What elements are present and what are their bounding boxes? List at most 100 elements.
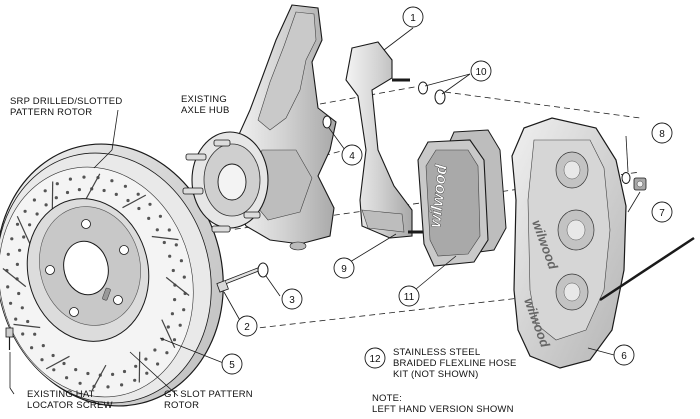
svg-text:1: 1	[410, 13, 416, 24]
drill-hole	[170, 312, 174, 316]
label-note-line-2: LEFT HAND VERSION SHOWN	[372, 404, 514, 415]
callout-12: 12	[364, 347, 386, 369]
drill-hole	[182, 308, 186, 312]
rotor-slot	[151, 235, 179, 241]
callout-8: 8	[651, 122, 673, 144]
label-hat-screw-line-1: EXISTING HAT	[27, 389, 95, 400]
caliper: wilwood wilwood	[511, 117, 695, 369]
drill-hole	[6, 285, 10, 289]
svg-text:6: 6	[621, 351, 627, 362]
drill-hole	[35, 212, 39, 216]
label-srp-rotor-line-2: PATTERN ROTOR	[10, 107, 93, 118]
drill-hole	[147, 216, 151, 220]
callout-11: 11	[398, 285, 420, 307]
drill-hole	[30, 346, 34, 350]
drill-hole	[106, 385, 110, 389]
callout-2: 2	[236, 315, 258, 337]
svg-text:11: 11	[404, 292, 415, 303]
drill-hole	[52, 368, 56, 372]
drill-hole	[23, 209, 27, 213]
callouts: 1 10 4 8 7 9 11 3 2 5 6 12	[221, 6, 673, 375]
drill-hole	[173, 298, 177, 302]
drill-hole	[174, 243, 178, 247]
label-gt-rotor: GT SLOT PATTERN ROTOR	[164, 389, 253, 411]
drill-hole	[10, 237, 14, 241]
label-gt-rotor-line-1: GT SLOT PATTERN	[164, 389, 253, 400]
drill-hole	[158, 214, 162, 218]
drill-hole	[153, 348, 157, 352]
leader-lines	[9, 27, 641, 397]
drill-hole	[77, 188, 81, 192]
callout-6: 6	[613, 344, 635, 366]
rotor-slot	[16, 215, 31, 245]
drill-hole	[162, 240, 166, 245]
drill-hole	[182, 275, 186, 279]
rotor-slot	[122, 194, 147, 209]
drill-hole	[43, 189, 47, 193]
rotor-slot	[13, 323, 41, 329]
drill-hole	[86, 371, 90, 376]
drill-hole	[9, 301, 13, 305]
drill-hole	[14, 317, 18, 321]
label-axle-hub-line-1: EXISTING	[181, 94, 227, 105]
rotor	[0, 143, 224, 407]
brake-pads: wilwood	[417, 129, 507, 267]
drill-hole	[68, 177, 72, 181]
label-hose-kit-line-1: STAINLESS STEEL	[393, 347, 481, 358]
washer-3	[257, 262, 269, 278]
rotor-slot	[91, 364, 107, 391]
washers-10	[418, 81, 446, 105]
rotor-slot	[165, 276, 190, 296]
drill-hole	[6, 252, 10, 256]
callout-9: 9	[333, 257, 355, 279]
drill-hole	[145, 371, 149, 375]
svg-text:12: 12	[369, 354, 381, 365]
drill-hole	[33, 332, 37, 336]
drill-hole	[136, 192, 140, 196]
drill-hole	[65, 376, 69, 380]
drill-hole	[133, 378, 137, 382]
drill-hole	[55, 182, 59, 186]
drill-hole	[82, 175, 86, 179]
callout-3: 3	[281, 288, 303, 310]
label-srp-rotor: SRP DRILLED/SLOTTED PATTERN ROTOR	[10, 96, 122, 118]
drill-hole	[65, 190, 70, 195]
drill-hole	[32, 198, 37, 202]
drill-hole	[165, 351, 169, 355]
label-srp-rotor-line-1: SRP DRILLED/SLOTTED	[10, 96, 123, 107]
svg-text:7: 7	[659, 208, 665, 219]
drill-hole	[134, 364, 138, 368]
callout-1: 1	[402, 6, 424, 28]
drill-hole	[44, 203, 48, 207]
label-hat-screw-line-2: LOCATOR SCREW	[27, 400, 113, 411]
callout-10: 10	[470, 60, 492, 82]
rotor-slot	[45, 355, 70, 370]
callout-5: 5	[221, 353, 243, 375]
drill-hole	[155, 228, 159, 232]
drill-hole	[172, 338, 177, 342]
callout-7: 7	[651, 201, 673, 223]
drill-hole	[78, 381, 82, 385]
drill-hole	[111, 372, 115, 376]
drill-hole	[74, 368, 78, 372]
drill-hole	[41, 344, 45, 348]
drill-hole	[137, 206, 141, 211]
drill-hole	[171, 268, 175, 273]
drill-hole	[123, 184, 127, 188]
drill-hole	[144, 357, 148, 361]
svg-text:5: 5	[229, 360, 235, 371]
label-gt-rotor-line-2: ROTOR	[164, 400, 200, 411]
drill-hole	[120, 383, 124, 387]
drill-hole	[166, 325, 170, 329]
drill-hole	[18, 248, 22, 252]
caliper-bracket	[345, 41, 424, 239]
svg-text:3: 3	[289, 295, 295, 306]
bracket-bolt	[216, 266, 263, 293]
drill-hole	[102, 188, 106, 193]
washer-8	[621, 172, 631, 184]
hub-wheel-studs	[182, 139, 261, 233]
label-note: NOTE: LEFT HAND VERSION SHOWN	[372, 393, 514, 415]
drill-hole	[40, 358, 44, 362]
label-axle-hub-line-2: AXLE HUB	[181, 105, 230, 116]
